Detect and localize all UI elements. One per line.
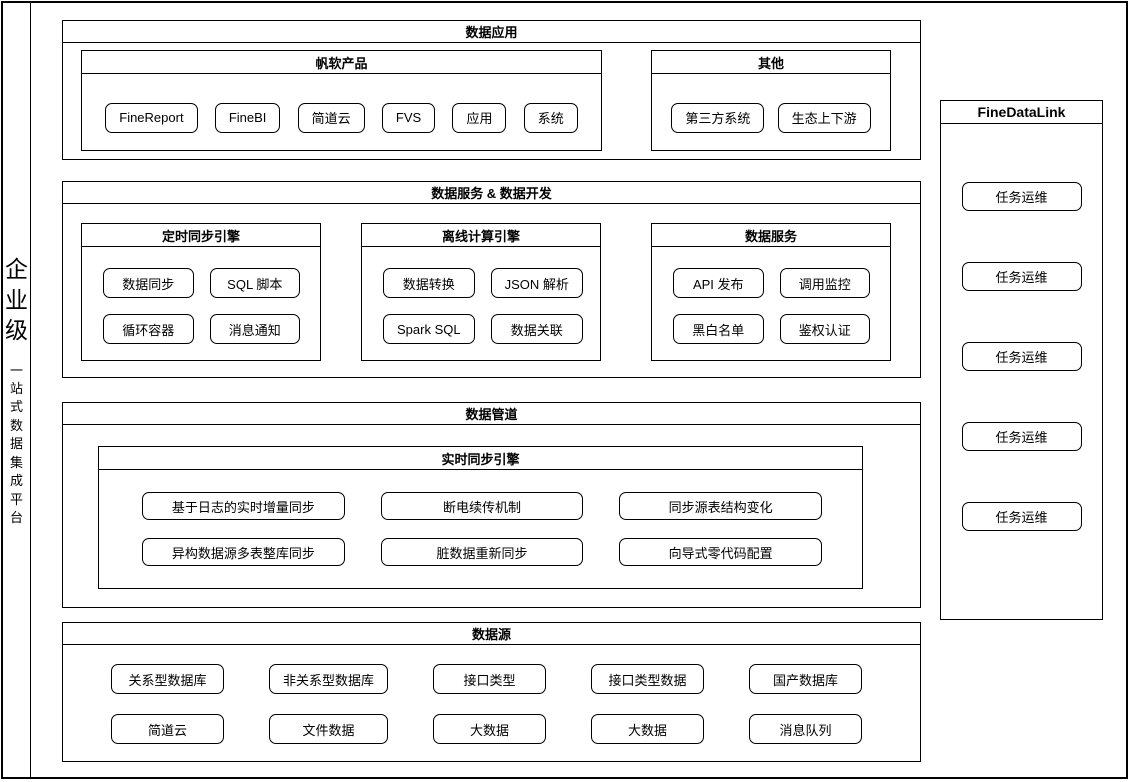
node-big-data-1: 大数据 — [433, 714, 546, 744]
node-api-type-data: 接口类型数据 — [591, 664, 704, 694]
node-heterogeneous-multi-table-whole-db-sync: 异构数据源多表整库同步 — [142, 538, 345, 566]
platform-level-label: 企业级 — [5, 256, 28, 344]
group-body-realtime-sync-engine: 基于日志的实时增量同步 断电续传机制 同步源表结构变化 异构数据源多表整库同步 … — [99, 470, 862, 566]
node-spark-sql: Spark SQL — [383, 314, 475, 344]
node-data-transform: 数据转换 — [383, 268, 475, 298]
node-task-ops-3: 任务运维 — [961, 342, 1082, 371]
node-domestic-database: 国产数据库 — [749, 664, 862, 694]
node-data-sync: 数据同步 — [103, 268, 194, 298]
node-json-parse: JSON 解析 — [490, 268, 583, 298]
node-fvs: FVS — [381, 102, 436, 133]
platform-name-label: 一站式数据集成平台 — [10, 362, 24, 526]
node-black-white-list: 黑白名单 — [673, 314, 764, 344]
node-finereport: FineReport — [105, 102, 198, 133]
group-body-scheduled-sync-engine: 数据同步 SQL 脚本 循环容器 消息通知 — [82, 247, 320, 344]
node-wizard-zero-code-config: 向导式零代码配置 — [619, 538, 822, 566]
group-body-offline-compute-engine: 数据转换 JSON 解析 Spark SQL 数据关联 — [362, 247, 600, 344]
node-api-type: 接口类型 — [433, 664, 546, 694]
node-resume-mechanism: 断电续传机制 — [380, 492, 584, 520]
node-message-notification: 消息通知 — [209, 314, 300, 344]
node-task-ops-1: 任务运维 — [961, 182, 1082, 211]
group-title-scheduled-sync-engine: 定时同步引擎 — [82, 224, 320, 247]
section-data-service-dev: 数据服务 & 数据开发 定时同步引擎 数据同步 SQL 脚本 循环容器 消息通知… — [62, 181, 921, 378]
node-message-queue: 消息队列 — [749, 714, 862, 744]
node-big-data-2: 大数据 — [591, 714, 704, 744]
group-other: 其他 第三方系统 生态上下游 — [651, 50, 891, 151]
node-dirty-data-resync: 脏数据重新同步 — [380, 538, 584, 566]
section-data-pipeline: 数据管道 实时同步引擎 基于日志的实时增量同步 断电续传机制 同步源表结构变化 … — [62, 402, 921, 608]
node-task-ops-5: 任务运维 — [961, 502, 1082, 531]
node-sql-script: SQL 脚本 — [209, 268, 300, 298]
group-title-other: 其他 — [652, 51, 890, 74]
group-body-fanruan-products: FineReport FineBI 简道云 FVS 应用 系统 — [82, 74, 601, 151]
node-auth-verify: 鉴权认证 — [779, 314, 870, 344]
node-task-ops-4: 任务运维 — [961, 422, 1082, 451]
group-offline-compute-engine: 离线计算引擎 数据转换 JSON 解析 Spark SQL 数据关联 — [361, 223, 601, 361]
section-body-data-source: 关系型数据库 非关系型数据库 接口类型 接口类型数据 国产数据库 简道云 文件数… — [63, 645, 920, 744]
node-finebi: FineBI — [214, 102, 281, 133]
node-call-monitor: 调用监控 — [779, 268, 870, 298]
node-jiandaoyun-source: 简道云 — [111, 714, 224, 744]
node-non-relational-database: 非关系型数据库 — [268, 664, 388, 694]
node-loop-container: 循环容器 — [103, 314, 194, 344]
section-title-data-source: 数据源 — [63, 623, 920, 645]
section-title-data-pipeline: 数据管道 — [63, 403, 920, 425]
group-fanruan-products: 帆软产品 FineReport FineBI 简道云 FVS 应用 系统 — [81, 50, 602, 151]
section-title-data-service-dev: 数据服务 & 数据开发 — [63, 182, 920, 204]
group-body-data-service: API 发布 调用监控 黑白名单 鉴权认证 — [652, 247, 890, 344]
node-relational-database: 关系型数据库 — [111, 664, 224, 694]
section-title-data-application: 数据应用 — [63, 21, 920, 43]
finedatalink-column: FineDataLink 任务运维 任务运维 任务运维 任务运维 任务运维 — [940, 100, 1103, 620]
finedatalink-title: FineDataLink — [941, 101, 1102, 124]
group-realtime-sync-engine: 实时同步引擎 基于日志的实时增量同步 断电续传机制 同步源表结构变化 异构数据源… — [98, 446, 863, 589]
group-data-service: 数据服务 API 发布 调用监控 黑白名单 鉴权认证 — [651, 223, 891, 361]
node-application: 应用 — [452, 102, 507, 133]
group-scheduled-sync-engine: 定时同步引擎 数据同步 SQL 脚本 循环容器 消息通知 — [81, 223, 321, 361]
group-title-offline-compute-engine: 离线计算引擎 — [362, 224, 600, 247]
node-jiandaoyun: 简道云 — [297, 102, 365, 133]
node-task-ops-2: 任务运维 — [961, 262, 1082, 291]
node-system: 系统 — [523, 102, 578, 133]
group-title-fanruan-products: 帆软产品 — [82, 51, 601, 74]
platform-side-label: 企业级 一站式数据集成平台 — [3, 3, 31, 779]
node-data-join: 数据关联 — [490, 314, 583, 344]
finedatalink-body: 任务运维 任务运维 任务运维 任务运维 任务运维 — [941, 124, 1102, 531]
group-title-realtime-sync-engine: 实时同步引擎 — [99, 447, 862, 470]
node-log-based-realtime-incremental-sync: 基于日志的实时增量同步 — [142, 492, 345, 520]
node-api-publish: API 发布 — [673, 268, 764, 298]
group-body-other: 第三方系统 生态上下游 — [652, 74, 890, 151]
node-eco-upstream-downstream: 生态上下游 — [777, 102, 871, 133]
node-sync-source-table-structure-change: 同步源表结构变化 — [619, 492, 822, 520]
node-third-party-system: 第三方系统 — [671, 102, 765, 133]
section-data-source: 数据源 关系型数据库 非关系型数据库 接口类型 接口类型数据 国产数据库 简道云… — [62, 622, 921, 762]
node-file-data: 文件数据 — [268, 714, 388, 744]
group-title-data-service: 数据服务 — [652, 224, 890, 247]
section-data-application: 数据应用 帆软产品 FineReport FineBI 简道云 FVS 应用 系… — [62, 20, 921, 160]
